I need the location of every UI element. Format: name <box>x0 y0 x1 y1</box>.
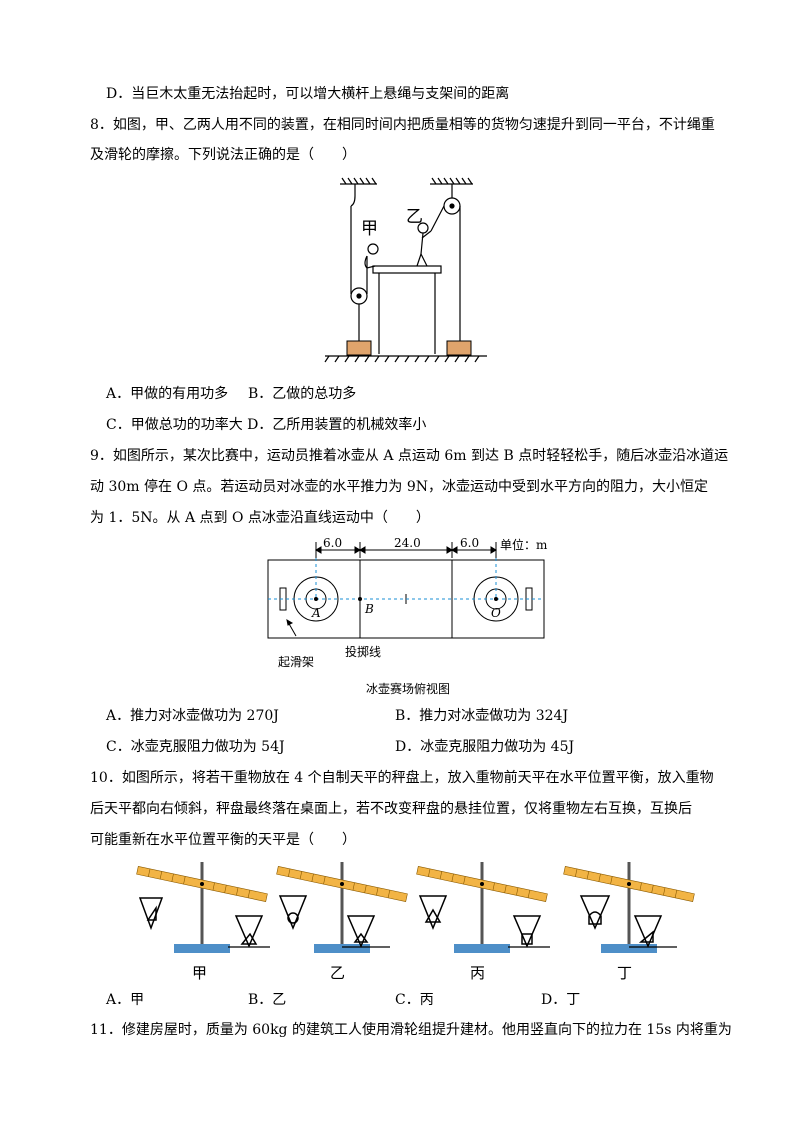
q8-option-b: B．乙做的总功多 <box>248 386 357 402</box>
curling-caption: 冰壶赛场俯视图 <box>366 682 451 696</box>
left-ceiling <box>340 177 377 185</box>
q8-stem-line2: 及滑轮的摩擦。下列说法正确的是（ ） <box>90 147 356 163</box>
balance-bing <box>416 862 550 953</box>
balance-label-bing: 丙 <box>470 964 486 982</box>
q9-option-b: B．推力对冰壶做功为 324J <box>395 708 569 724</box>
person-jia <box>364 243 379 269</box>
q10-stem-line3: 可能重新在水平位置平衡的天平是（ ） <box>90 832 356 848</box>
q8-option-a: A．甲做的有用功多 <box>106 386 229 402</box>
q10-stem-line1: 10．如图所示，将若干重物放在 4 个自制天平的秤盘上，放入重物前天平在水平位置… <box>90 770 714 786</box>
dim-left: 6.0 <box>323 536 343 550</box>
ground <box>324 355 487 363</box>
q8-pulley-figure <box>324 177 487 363</box>
label-throw-line: 投掷线 <box>345 645 382 659</box>
cargo-box-right <box>446 340 472 356</box>
q9-stem-line3: 为 1．5N。从 A 点到 O 点冰壶沿直线运动中（ ） <box>90 510 430 526</box>
q10-option-a: A．甲 <box>106 992 145 1008</box>
balance-label-jia: 甲 <box>192 964 208 982</box>
point-o: O <box>491 606 501 620</box>
q9-stem-line2: 动 30m 停在 O 点。若运动员对冰壶的水平推力为 9N，冰壶运动中受到水平方… <box>90 479 708 495</box>
label-yi: 乙 <box>406 207 423 227</box>
q10-option-c: C．丙 <box>395 992 434 1008</box>
balance-label-ding: 丁 <box>617 964 633 982</box>
dim-mid: 24.0 <box>394 536 421 550</box>
q10-option-d: D．丁 <box>541 992 581 1008</box>
unit-label: 单位：m <box>500 538 548 552</box>
balance-yi <box>276 862 408 953</box>
point-b: B <box>365 602 374 616</box>
q7-option-d: D．当巨木太重无法抬起时，可以增大横杆上悬绳与支架间的距离 <box>106 86 510 102</box>
q10-option-b: B．乙 <box>248 992 287 1008</box>
q9-option-a: A．推力对冰壶做功为 270J <box>106 708 279 724</box>
curling-figure <box>267 542 545 639</box>
q8-stem-line1: 8．如图，甲、乙两人用不同的装置，在相同时间内把质量相等的货物匀速提升到同一平台… <box>90 117 715 133</box>
q8-option-cd: C．甲做总功的功率大 D．乙所用装置的机械效率小 <box>106 417 427 433</box>
q9-option-d: D．冰壶克服阻力做功为 45J <box>395 739 575 755</box>
q9-option-c: C．冰壶克服阻力做功为 54J <box>106 739 285 755</box>
q10-stem-line2: 后天平都向右倾斜，秤盘最终落在桌面上，若不改变秤盘的悬挂位置，仅将重物左右互换，… <box>90 801 692 817</box>
balance-jia <box>136 862 270 953</box>
person-yi <box>416 222 432 267</box>
label-jia: 甲 <box>361 219 378 239</box>
point-a: A <box>312 606 321 620</box>
cargo-box-left <box>346 340 372 356</box>
platform <box>372 265 442 354</box>
q9-stem-line1: 9．如图所示，某次比赛中，运动员推着冰壶从 A 点运动 6m 到达 B 点时轻轻… <box>90 448 729 464</box>
q11-stem-line1: 11．修建房屋时，质量为 60kg 的建筑工人使用滑轮组提升建材。他用竖直向下的… <box>90 1022 732 1038</box>
right-ceiling <box>430 177 473 185</box>
label-slider: 起滑架 <box>278 655 315 669</box>
dim-right: 6.0 <box>460 536 480 550</box>
balance-label-yi: 乙 <box>330 964 346 982</box>
balance-ding <box>563 862 695 953</box>
